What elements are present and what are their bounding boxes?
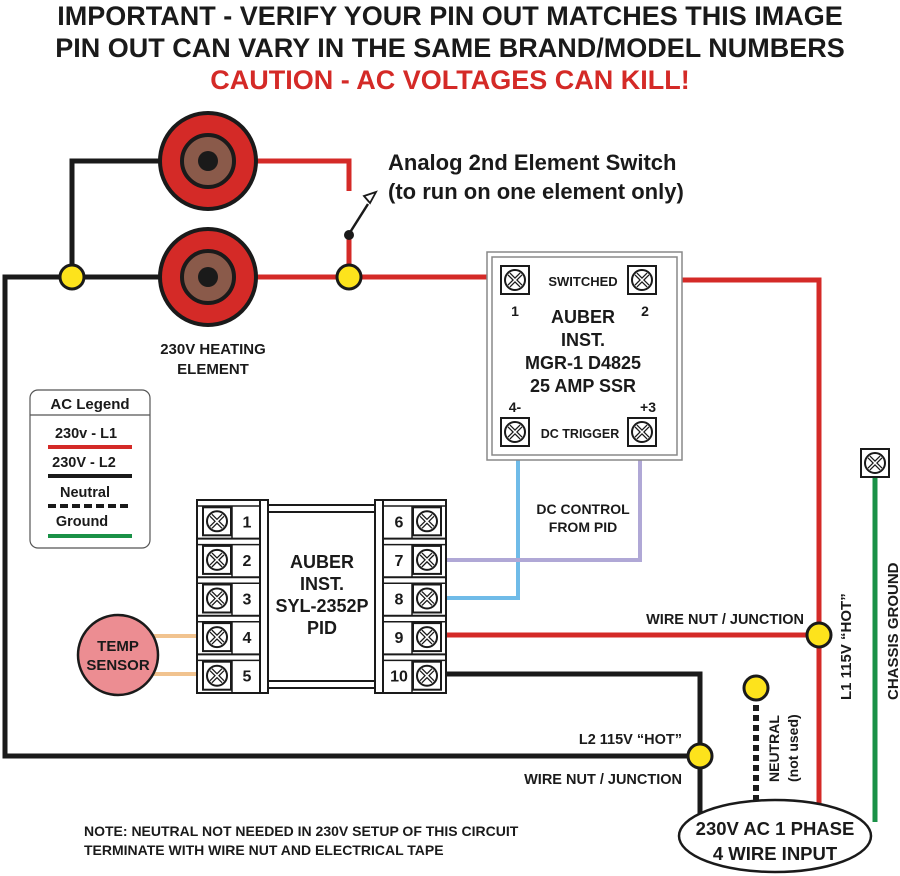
pid-terminal-2[interactable] [201,543,233,576]
header-line-2: PIN OUT CAN VARY IN THE SAME BRAND/MODEL… [55,33,845,63]
pid-terminal-8[interactable] [411,582,443,615]
pid-terminal-7[interactable] [411,543,443,576]
junction-dot-neutral [742,674,770,702]
switch-contact-icon [362,190,378,205]
ssr-title-1: AUBER [551,307,615,327]
note-line-1: NOTE: NEUTRAL NOT NEEDED IN 230V SETUP O… [84,823,519,839]
l2-hot-label: L2 115V “HOT” [579,732,682,748]
dc-control-label-1: DC CONTROL [536,501,630,517]
pid-pin-label-10: 10 [390,669,408,686]
pid-terminal-1[interactable] [201,505,233,538]
pid-pin-label-2: 2 [243,553,252,570]
switch-pivot [344,230,354,240]
heating-element-label-2: ELEMENT [177,361,249,378]
caution-text: CAUTION - AC VOLTAGES CAN KILL! [210,65,689,95]
heating-element-top [158,111,258,211]
wire-l2-pid [440,671,703,820]
switch-lever[interactable] [347,203,370,235]
dc-control-label-2: FROM PID [549,519,617,535]
input-label-1: 230V AC 1 PHASE [696,818,855,839]
legend-item-l2-label: 230V - L2 [52,455,116,471]
pid-terminal-10[interactable] [411,659,443,692]
pid-pin-label-8: 8 [395,592,404,609]
pid-pin-label-4: 4 [243,630,252,647]
heating-element-label-1: 230V HEATING [160,341,266,358]
junction-dot-l2 [686,742,714,770]
header-line-1: IMPORTANT - VERIFY YOUR PIN OUT MATCHES … [57,1,843,31]
ssr-switched-label: SWITCHED [548,274,617,289]
neutral-label-2: (not used) [785,714,801,782]
ssr-pin4-label: 4- [509,399,522,415]
legend-title: AC Legend [50,396,129,413]
wire-dc-positive [440,445,642,562]
wire-l2-elements [69,158,175,280]
l1-hot-label: L1 115V “HOT” [838,593,855,700]
temp-sensor [76,613,160,697]
ssr-terminal-2[interactable] [626,264,658,296]
legend-item-ground-label: Ground [56,514,108,530]
ssr-terminal-3[interactable] [626,416,658,448]
heating-element-bottom [158,227,258,327]
temp-sensor-label-2: SENSOR [86,657,150,674]
wire-l2-main [2,274,700,759]
junction-dot-l2-elements [58,263,86,291]
pid-title-3: SYL-2352P [275,596,368,616]
pid-pin-label-9: 9 [395,630,404,647]
pid-pin-label-3: 3 [243,592,252,609]
switch-label-2: (to run on one element only) [388,179,684,204]
ssr-terminal-4[interactable] [499,416,531,448]
ac-legend: AC Legend 230v - L1 230V - L2 Neutral Gr… [29,389,151,549]
junction-dot-l1 [805,621,833,649]
junction-l2-label: WIRE NUT / JUNCTION [524,772,682,788]
junction-dot-switch [335,263,363,291]
temp-sensor-label-1: TEMP [97,638,139,655]
ssr-pin3-label: +3 [640,399,656,415]
ssr-title-3: MGR-1 D4825 [525,353,641,373]
note-line-2: TERMINATE WITH WIRE NUT AND ELECTRICAL T… [84,842,444,858]
ssr-trigger-label: DC TRIGGER [541,427,619,441]
pid-left-terminals: 1 2 3 4 5 [197,505,260,693]
switch-label-1: Analog 2nd Element Switch [388,150,676,175]
ssr-title-4: 25 AMP SSR [530,376,636,396]
ssr-pin2-label: 2 [641,303,649,319]
pid-title-1: AUBER [290,552,354,572]
neutral-label-1: NEUTRAL [766,715,782,782]
pid-terminal-6[interactable] [411,505,443,538]
pid-terminal-3[interactable] [201,582,233,615]
pid-pin-label-5: 5 [243,669,252,686]
pid-title-4: PID [307,618,337,638]
wire-l1-switch-top [235,158,352,191]
pid-pin-label-7: 7 [395,553,404,570]
input-label-2: 4 WIRE INPUT [713,843,838,864]
pid-right-terminals: 6 7 8 9 10 [383,505,446,693]
pid-terminal-4[interactable] [201,621,233,654]
pid-title-2: INST. [300,574,344,594]
pid-pin-label-6: 6 [395,514,404,531]
pid-terminal-9[interactable] [411,621,443,654]
pid-pin-label-1: 1 [243,514,252,531]
chassis-ground-label: CHASSIS GROUND [885,562,900,700]
ssr-title-2: INST. [561,330,605,350]
legend-item-neutral-label: Neutral [60,485,110,501]
legend-item-l1-label: 230v - L1 [55,426,117,442]
chassis-ground-terminal[interactable] [859,447,891,479]
input-ellipse [677,798,873,874]
wire-dc-negative [440,445,520,600]
ssr-terminal-1[interactable] [499,264,531,296]
junction-l1-label: WIRE NUT / JUNCTION [646,612,804,628]
pid-terminal-5[interactable] [201,659,233,692]
ssr-pin1-label: 1 [511,303,519,319]
